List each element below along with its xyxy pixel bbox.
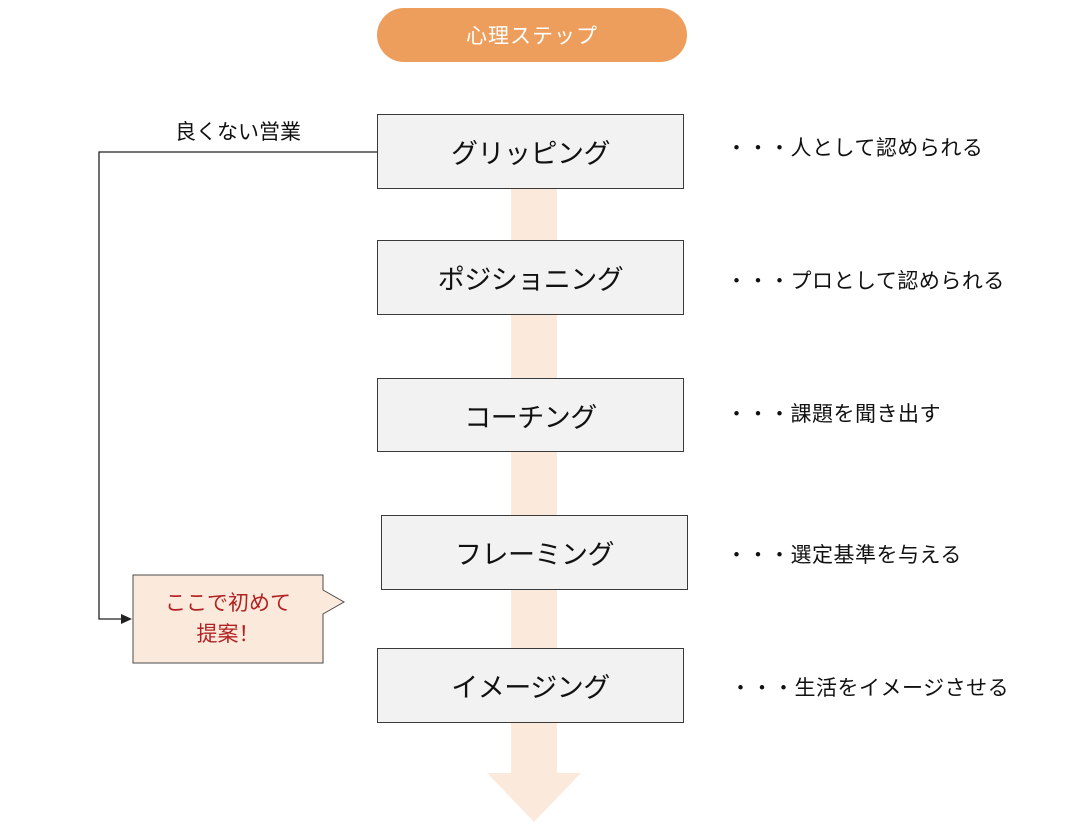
flow-arrow-shape bbox=[487, 186, 581, 822]
bad-sales-label: 良くない営業 bbox=[175, 120, 301, 144]
step-box-framing: フレーミング bbox=[381, 515, 688, 590]
step-label-framing: フレーミング bbox=[455, 540, 615, 571]
connector-arrowhead bbox=[121, 614, 132, 624]
callout-line-2: 提案！ bbox=[196, 622, 260, 646]
callout-bubble bbox=[132, 574, 346, 664]
callout-text: ここで初めて 提案！ bbox=[133, 575, 323, 663]
step-desc-coaching: ・・・課題を聞き出す bbox=[726, 402, 941, 426]
step-label-positioning: ポジショニング bbox=[437, 265, 624, 296]
callout-line-1: ここで初めて bbox=[165, 591, 291, 615]
step-desc-positioning: ・・・プロとして認められる bbox=[726, 269, 1005, 293]
header-pill: 心理ステップ bbox=[377, 8, 687, 62]
step-label-imaging: イメージング bbox=[451, 673, 610, 704]
step-desc-gripping: ・・・人として認められる bbox=[726, 136, 984, 160]
step-desc-imaging: ・・・生活をイメージさせる bbox=[730, 676, 1010, 700]
step-desc-framing: ・・・選定基準を与える bbox=[726, 543, 962, 567]
step-label-gripping: グリッピング bbox=[451, 139, 611, 170]
step-label-coaching: コーチング bbox=[464, 402, 597, 434]
step-box-gripping: グリッピング bbox=[377, 114, 684, 189]
connector-line bbox=[98, 151, 377, 620]
header-title: 心理ステップ bbox=[466, 24, 598, 48]
step-box-imaging: イメージング bbox=[377, 648, 684, 723]
step-box-coaching: コーチング bbox=[377, 378, 684, 452]
step-box-positioning: ポジショニング bbox=[377, 240, 684, 315]
